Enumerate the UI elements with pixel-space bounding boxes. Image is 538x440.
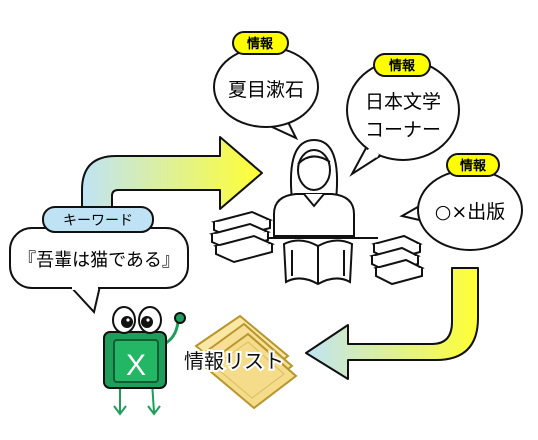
corner-text-line2: コーナー <box>365 119 441 141</box>
info-tag <box>373 53 431 77</box>
bubble-publisher: 情報 ○×出版 <box>399 153 523 251</box>
excel-mascot-icon: X <box>103 306 186 416</box>
paper-stack-icon <box>194 314 298 410</box>
librarian-icon <box>256 138 378 286</box>
info-tag <box>232 31 289 55</box>
book-stack-icon <box>208 210 276 264</box>
info-tag-label: 情報 <box>460 158 487 174</box>
book-stack-icon <box>369 234 425 286</box>
info-tag-label: 情報 <box>389 58 416 74</box>
arrow-to-librarian <box>81 136 263 213</box>
info-list-label: 情報リスト <box>184 349 284 373</box>
keyword-text: 『吾輩は猫である』 <box>18 250 180 271</box>
author-text: 夏目漱石 <box>228 79 304 101</box>
corner-text-line1: 日本文学 <box>365 91 441 113</box>
mascot-letter: X <box>126 349 146 382</box>
bubble-corner: 情報 日本文学 コーナー <box>346 53 460 177</box>
arrow-to-info-list <box>305 267 479 380</box>
info-tag <box>446 153 500 177</box>
info-tag-label: 情報 <box>247 36 274 52</box>
keyword-tag-label: キーワード <box>63 213 133 229</box>
bubble-author: 情報 夏目漱石 <box>213 31 319 141</box>
publisher-text: ○×出版 <box>435 201 506 223</box>
keyword-tag <box>42 206 154 233</box>
keyword-bubble: キーワード 『吾輩は猫である』 <box>9 206 189 315</box>
